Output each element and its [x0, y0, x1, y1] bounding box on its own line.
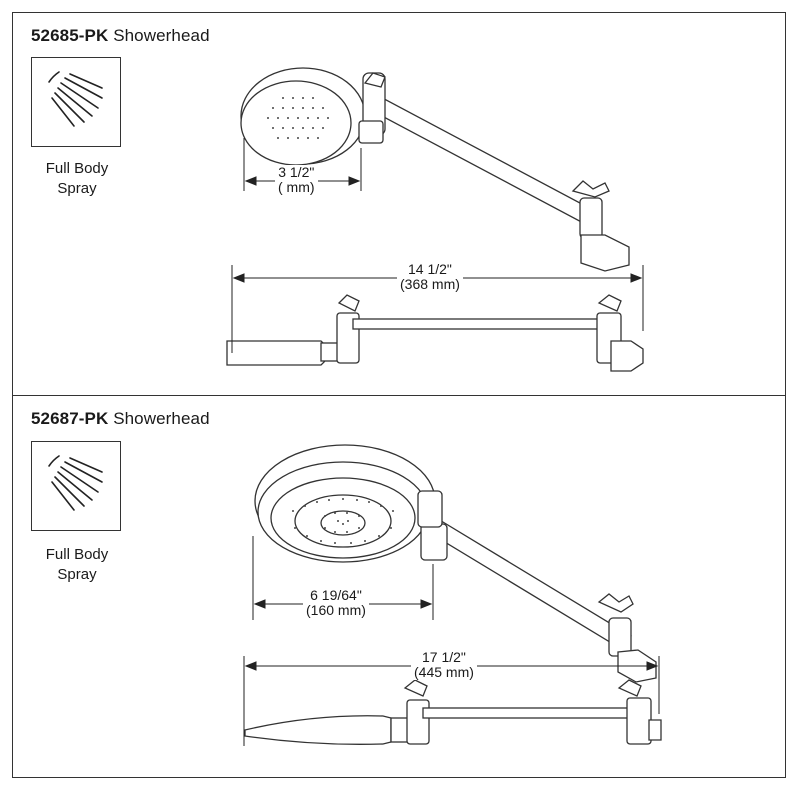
product-title: 52687-PK Showerhead: [31, 409, 210, 429]
spray-nozzles: [267, 97, 329, 139]
showerhead-drawing: [243, 444, 662, 746]
cross-handle: [597, 593, 634, 613]
spray-nozzles: [292, 498, 394, 544]
shower-arm: [364, 92, 596, 226]
product-title: 52685-PK Showerhead: [31, 26, 210, 46]
model-number: 52685-PK: [31, 26, 109, 45]
wall-flange: [580, 234, 630, 272]
spray-type-label: Full Body Spray: [45, 160, 109, 197]
elbow-fitting: [579, 197, 603, 239]
full-body-spray-icon: [31, 57, 121, 147]
product-name: Showerhead: [113, 409, 210, 428]
shower-head-side: [226, 340, 329, 366]
shower-arm-side: [352, 318, 614, 330]
cross-handle: [571, 180, 610, 198]
model-number: 52687-PK: [31, 409, 109, 428]
full-body-spray-icon: [31, 441, 121, 531]
elbow-fitting: [608, 617, 632, 657]
head-width-dimension: 3 1/2" ( mm): [275, 165, 318, 195]
product-name: Showerhead: [113, 26, 210, 45]
shower-arm: [424, 515, 632, 651]
ball-joint: [420, 523, 448, 561]
cross-handle: [363, 72, 386, 88]
shower-head-side: [244, 715, 392, 745]
arm-length-dimension: 17 1/2" (445 mm): [411, 650, 477, 680]
showerhead-drawing: [226, 67, 644, 372]
product-panel-52687: 52687-PK Showerhead Full Body Spray: [12, 395, 786, 778]
shower-arm-side: [422, 707, 634, 719]
head-width-dimension: 6 19/64" (160 mm): [303, 588, 369, 618]
arm-length-dimension: 14 1/2" (368 mm): [397, 262, 463, 292]
product-panel-52685: 52685-PK Showerhead Full Body Spray: [12, 12, 786, 396]
spray-type-label: Full Body Spray: [45, 546, 109, 583]
